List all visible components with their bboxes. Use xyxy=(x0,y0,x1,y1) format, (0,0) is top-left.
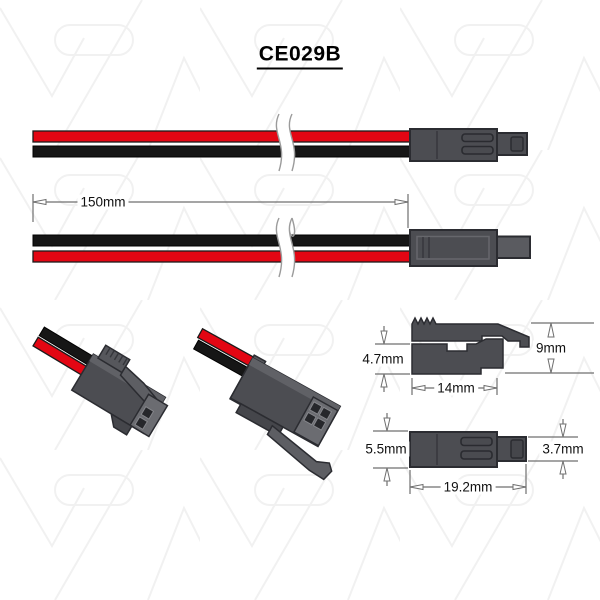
connector-plug-side-view xyxy=(409,128,528,162)
cable-view-top xyxy=(32,113,528,172)
socket-cavity xyxy=(303,411,317,426)
dimension-socket-body-height xyxy=(373,413,408,486)
wire-black xyxy=(32,145,412,158)
cable-break-icon xyxy=(275,217,296,278)
dim-label-plug-body-length: 14mm xyxy=(434,380,478,396)
pin-cavity xyxy=(140,405,155,420)
dim-label-lead-length: 150mm xyxy=(77,194,129,210)
wire-red xyxy=(32,130,412,143)
dimension-socket-tip-height xyxy=(528,419,578,479)
dimension-plug-overall-height xyxy=(505,322,594,374)
pin-cavity xyxy=(134,416,149,430)
socket-cavity xyxy=(308,401,323,415)
wire-black xyxy=(32,234,412,247)
dimension-plug-body-length xyxy=(411,378,498,395)
dimension-plug-front-height xyxy=(375,326,410,392)
socket-3d-view xyxy=(192,327,342,481)
wire-red xyxy=(32,250,412,263)
socket-dimension-view xyxy=(373,413,578,494)
dim-label-plug-overall-height: 9mm xyxy=(533,340,569,356)
dim-label-socket-body-height: 5.5mm xyxy=(362,441,410,457)
dim-label-socket-overall-length: 19.2mm xyxy=(440,479,496,495)
latch-arm xyxy=(266,424,333,481)
dim-label-plug-front-height: 4.7mm xyxy=(359,351,407,367)
cable-view-bottom xyxy=(32,217,531,278)
dim-label-socket-tip-height: 3.7mm xyxy=(539,441,587,457)
plug-dimension-view xyxy=(375,316,594,395)
dimension-socket-overall-length xyxy=(409,464,527,494)
latch-profile xyxy=(411,316,530,348)
connector-socket-side-view xyxy=(409,229,531,267)
cable-break-icon xyxy=(275,113,296,172)
plug-3d-view xyxy=(32,326,169,438)
socket-cavity xyxy=(318,406,333,421)
plug-body-profile xyxy=(411,338,504,375)
part-number-title: CE029B xyxy=(256,43,344,70)
socket-cavity xyxy=(312,417,327,431)
